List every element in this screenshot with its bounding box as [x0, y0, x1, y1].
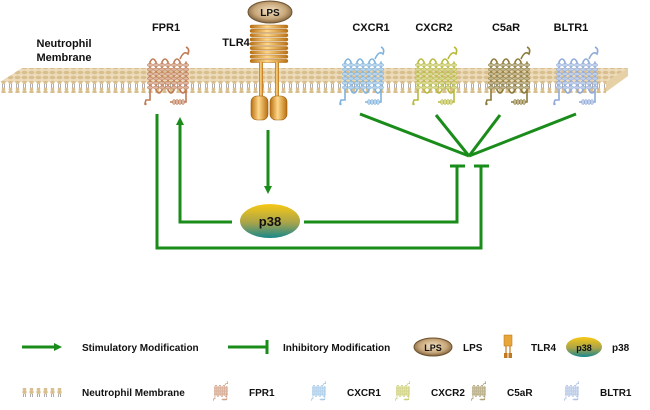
membrane-legend-icon	[20, 388, 64, 397]
legend-bltr1: BLTR1	[564, 381, 632, 401]
legend-cxcr2-label: CXCR2	[431, 388, 465, 399]
p38-inhibit-line	[304, 166, 459, 224]
legend-membrane: Neutrophil Membrane	[20, 388, 185, 399]
lps-legend-icon	[413, 337, 453, 357]
legend-fpr1: FPR1	[213, 381, 275, 401]
cxcr2-label: CXCR2	[415, 22, 452, 34]
fpr1-label: FPR1	[152, 22, 180, 34]
lps-icon: LPS	[247, 0, 293, 24]
c5ar-label: C5aR	[492, 22, 520, 34]
cxcr1-label: CXCR1	[352, 22, 389, 34]
legend-cxcr2: CXCR2	[395, 381, 465, 401]
p38-text: p38	[259, 214, 281, 229]
legend-c5ar: C5aR	[471, 381, 533, 401]
p38-to-fpr1-arrow	[176, 117, 232, 224]
bltr1-legend-icon	[564, 381, 580, 401]
p38-legend-icon-text: p38	[576, 343, 592, 353]
p38-node: p38	[240, 204, 300, 238]
cxcr2-receptor-icon	[412, 46, 458, 106]
legend-membrane-label: Neutrophil Membrane	[82, 388, 185, 399]
legend-bltr1-label: BLTR1	[600, 388, 632, 399]
legend-p38: p38 p38	[566, 337, 630, 357]
legend-lps-label: LPS	[463, 343, 483, 354]
membrane-label-line2: Membrane	[36, 52, 91, 64]
membrane-side	[606, 68, 628, 92]
pathway-edges	[155, 112, 577, 250]
c5ar-receptor-icon	[485, 46, 531, 106]
neutrophil-membrane	[0, 68, 628, 93]
fpr1-legend-icon	[213, 381, 229, 401]
membrane-top-surface	[0, 68, 628, 82]
legend-p38-label: p38	[612, 343, 630, 354]
tlr4-legend-icon	[503, 334, 513, 358]
lps-text: LPS	[260, 8, 280, 19]
legend-tlr4-label: TLR4	[531, 343, 556, 354]
legend-fpr1-label: FPR1	[249, 388, 275, 399]
cxcr1-converge-line	[359, 112, 470, 158]
fpr1-receptor-icon	[144, 46, 190, 106]
fpr1-inhibit-line	[155, 114, 483, 250]
c5ar-legend-icon	[471, 381, 487, 401]
legend-inhibitory-label: Inhibitory Modification	[283, 343, 390, 354]
cxcr1-legend-icon	[311, 381, 327, 401]
legend-c5ar-label: C5aR	[507, 388, 533, 399]
cxcr1-receptor-icon	[339, 46, 385, 106]
p38-legend-icon	[566, 337, 602, 357]
legend-inhibitory: Inhibitory Modification	[228, 340, 390, 354]
legend-stimulatory: Stimulatory Modification	[22, 343, 199, 354]
bltr1-converge-line	[468, 112, 577, 158]
c5ar-converge-line	[467, 114, 502, 157]
cxcr2-converge-line	[434, 114, 471, 157]
legend-lps: LPS LPS	[413, 337, 483, 357]
legend-cxcr1: CXCR1	[311, 381, 381, 401]
membrane-cross-section	[0, 82, 606, 93]
lps-legend-icon-text: LPS	[424, 343, 442, 353]
legend-stimulatory-label: Stimulatory Modification	[82, 343, 199, 354]
membrane-label-line1: Neutrophil	[37, 38, 92, 50]
tlr4-receptor-icon	[249, 24, 289, 121]
legend-cxcr1-label: CXCR1	[347, 388, 381, 399]
bltr1-label: BLTR1	[554, 22, 589, 34]
bltr1-receptor-icon	[553, 46, 599, 106]
cxcr2-legend-icon	[395, 381, 411, 401]
legend: Stimulatory Modification Inhibitory Modi…	[20, 334, 632, 401]
tlr4-label: TLR4	[222, 37, 250, 49]
legend-tlr4: TLR4	[503, 334, 556, 358]
